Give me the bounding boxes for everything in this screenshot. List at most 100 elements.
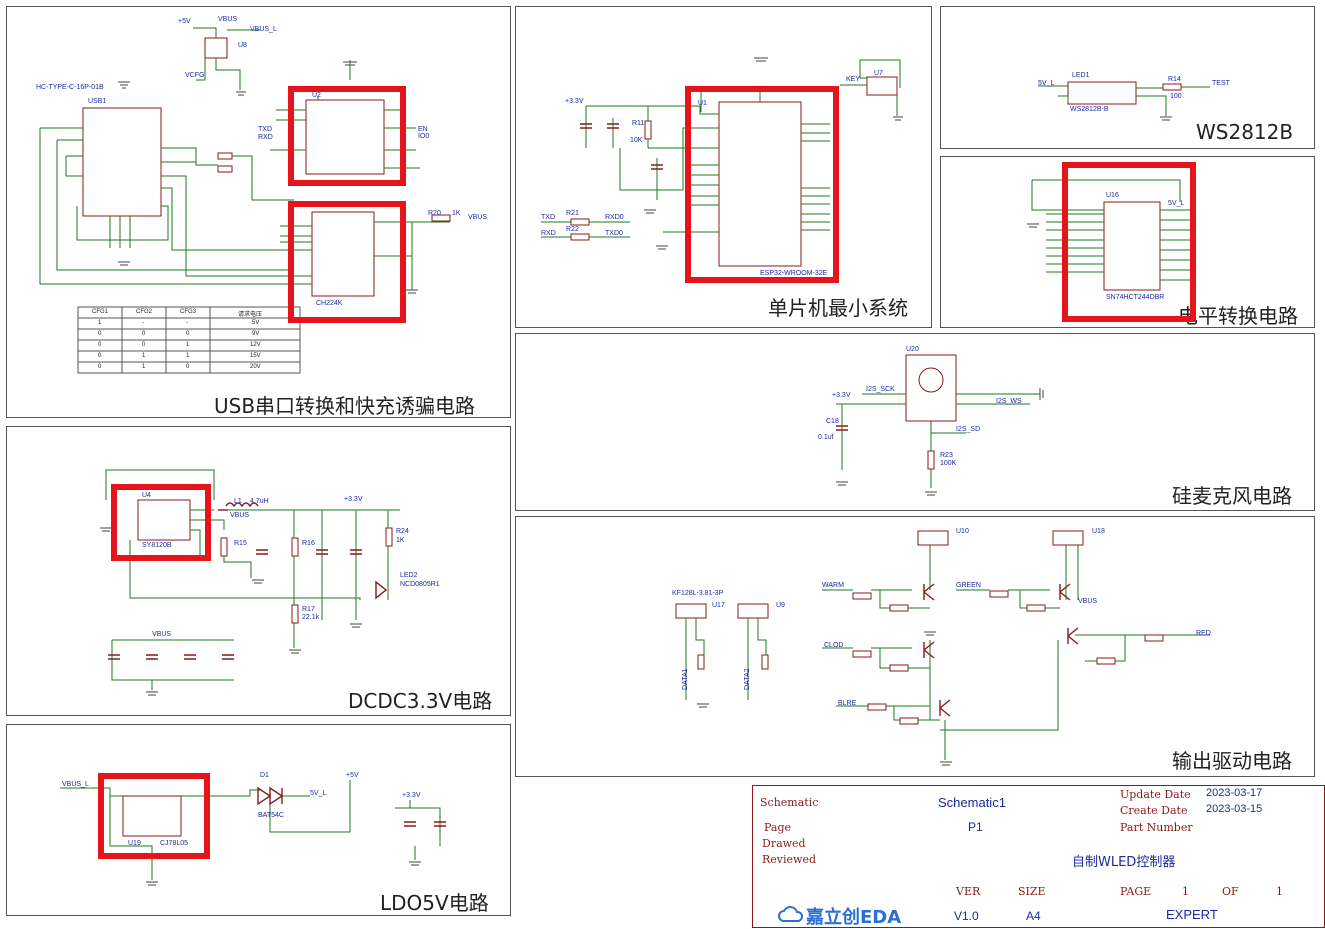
create-date-value: 2023-03-15 <box>1206 803 1263 815</box>
cfg-cell: 1 <box>142 353 146 359</box>
vbus-l-net: VBUS_L <box>250 26 277 33</box>
c18-value: 0.1uf <box>818 434 834 441</box>
r21-label: R21 <box>566 210 579 217</box>
of-label: OF <box>1222 885 1239 898</box>
cfg-cell: 5V <box>252 320 260 326</box>
i2s-sd-net: I2S_SD <box>956 426 981 433</box>
cfg-cell: - <box>186 320 188 326</box>
page-value: P1 <box>968 820 983 834</box>
key-net: KEY <box>846 76 861 83</box>
r22-label: R22 <box>566 226 579 233</box>
cfg-cell: 0 <box>186 364 190 370</box>
project-title: 自制WLED控制器 <box>1072 855 1176 870</box>
cfg-cell: 0 <box>142 342 146 348</box>
txd0-net: TXD0 <box>605 230 623 237</box>
level-shift-panel <box>940 156 1315 328</box>
update-date-value: 2023-03-17 <box>1206 787 1263 799</box>
size-label: SIZE <box>1018 885 1046 898</box>
r24-label: R24 <box>396 528 409 535</box>
ws-panel-title: WS2812B <box>1196 120 1294 144</box>
cfg-cell: 1 <box>142 364 146 370</box>
i2s-ws-net: I2S_WS <box>996 398 1022 405</box>
cfg-table-grid <box>77 306 301 374</box>
cfg-cell: 0 <box>98 353 102 359</box>
r23-label: R23 <box>940 452 953 459</box>
test-net: TEST <box>1212 80 1230 87</box>
sy8120b-label: SY8120B <box>142 542 172 549</box>
blre-net: BLRE <box>838 700 857 707</box>
rxd0-net: RXD0 <box>605 214 624 221</box>
en-net: EN <box>418 126 428 133</box>
ver-value: V1.0 <box>954 909 979 923</box>
highlight-esp32 <box>685 86 839 283</box>
schematic-value: Schematic1 <box>938 795 1006 810</box>
u9-label: U9 <box>776 602 785 609</box>
i2s-sck-net: I2S_SCK <box>866 386 895 393</box>
p5v-net-top: +5V <box>178 18 191 25</box>
d1-label: D1 <box>260 772 269 779</box>
warm-net: WARM <box>822 582 844 589</box>
led1-label: LED1 <box>1072 72 1090 79</box>
cfg-cell: 9V <box>252 331 260 337</box>
r16-label: R16 <box>302 540 315 547</box>
r24-value: 1K <box>396 537 405 544</box>
vbus-l-net-ldo: VBUS_L <box>62 781 89 788</box>
r15-label: R15 <box>234 540 247 547</box>
r23-value: 100K <box>940 460 957 467</box>
p33-net-mcu: +3.3V <box>565 98 584 105</box>
vbus-net-dcdc: VBUS <box>230 512 250 519</box>
company-value: EXPERT <box>1166 907 1218 922</box>
r20-label: R20 <box>428 210 441 217</box>
usb-part-label: HC-TYPE-C-16P-01B <box>36 84 104 91</box>
create-date-label: Create Date <box>1120 804 1188 817</box>
u2-label: U2 <box>312 92 321 99</box>
r17-value: 22.1k <box>302 614 320 621</box>
usb-panel-title: USB串口转换和快充诱骗电路 <box>214 394 476 418</box>
usb-circuit-panel <box>6 6 511 418</box>
cfg-header-3: CFG3 <box>180 309 197 315</box>
u18-label: U18 <box>1092 528 1105 535</box>
cfg-header-4: 请求电压 <box>238 312 263 318</box>
led2-label: LED2 <box>400 572 418 579</box>
vbus-net-caps: VBUS <box>152 631 172 638</box>
cfg-cell: 20V <box>250 364 261 370</box>
ch224k-label: CH224K <box>316 300 343 307</box>
vbus-net-driver: VBUS <box>1078 598 1098 605</box>
mcu-panel-title: 单片机最小系统 <box>768 296 908 320</box>
page-label: Page <box>764 821 792 834</box>
v5l-net-level: 5V_L <box>1168 200 1185 207</box>
u10-label: U10 <box>956 528 969 535</box>
cfg-cell: 15V <box>250 353 261 359</box>
cfg-cell: 0 <box>98 342 102 348</box>
cfg-cell: 1 <box>98 320 102 326</box>
highlight-sy8120b <box>111 484 211 561</box>
r11-value: 10K <box>630 137 643 144</box>
cloud-icon <box>778 906 804 922</box>
reviewed-label: Reviewed <box>762 853 817 866</box>
red-net: RED <box>1196 630 1211 637</box>
ldo-circuit-panel <box>6 724 511 916</box>
rxd-net-mcu: RXD <box>541 230 556 237</box>
pagenum-label: PAGE <box>1120 885 1152 898</box>
highlight-ch224k <box>288 201 406 323</box>
esp32-label: ESP32-WROOM-32E <box>760 270 828 277</box>
cfg-cell: 0 <box>186 331 190 337</box>
p33-net-dcdc: +3.3V <box>344 496 363 503</box>
dcdc-panel-title: DCDC3.3V电路 <box>348 689 493 713</box>
level-panel-title: 电平转换电路 <box>1178 304 1298 328</box>
highlight-cj78l05 <box>98 773 210 859</box>
cfg-cell: - <box>142 320 144 326</box>
cfg-cell: 1 <box>186 342 190 348</box>
update-date-label: Update Date <box>1120 788 1191 801</box>
mic-panel-title: 硅麦克风电路 <box>1172 484 1292 508</box>
u4-label: U4 <box>142 492 151 499</box>
data1-net: DATA1 <box>682 668 689 690</box>
p33-net-ldo: +3.3V <box>402 792 421 799</box>
green-net: GREEN <box>956 582 981 589</box>
rxd-net: RXD <box>258 134 273 141</box>
driver-panel-title: 输出驱动电路 <box>1172 749 1292 773</box>
highlight-ch340 <box>288 86 406 186</box>
u17-label: U17 <box>712 602 725 609</box>
